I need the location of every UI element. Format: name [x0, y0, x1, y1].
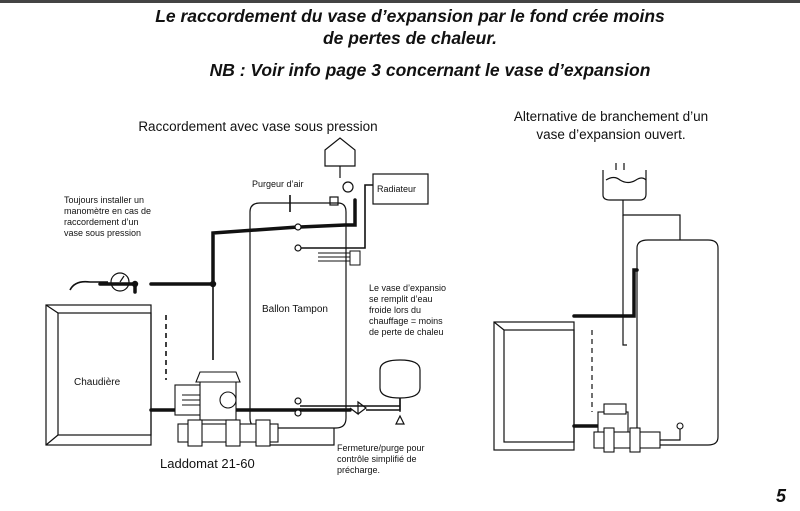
- radiator-label: Radiateur: [377, 184, 417, 194]
- laddomat-label: Laddomat 21-60: [160, 456, 255, 471]
- open-vessel: [602, 163, 647, 201]
- title-line-1: Le raccordement du vase d’expansion par …: [155, 6, 665, 26]
- manometer-icon: [110, 272, 130, 292]
- buffer-tank-label: Ballon Tampon: [262, 304, 328, 315]
- nb-note: NB : Voir info page 3 concernant le vase…: [209, 60, 651, 80]
- page-title: Le raccordement du vase d’expansion par …: [130, 5, 690, 49]
- pump-icon: [342, 181, 354, 193]
- expansion-note: Le vase d’expansio se remplit d’eau froi…: [369, 283, 447, 337]
- laddomat-unit: [174, 371, 279, 447]
- boiler-label: Chaudière: [74, 377, 121, 388]
- right-diagram-title: Alternative de branchement d’un vase d’e…: [513, 109, 709, 142]
- manometer-note: Toujours installer un manomètre en cas d…: [64, 195, 152, 238]
- drain-note: Fermeture/purge pour contrôle simplifié …: [337, 443, 425, 475]
- radiator-shape: [372, 173, 429, 205]
- page-number: 5: [775, 486, 786, 506]
- air-vent-label: Purgeur d’air: [252, 179, 304, 189]
- top-rule: [0, 0, 800, 3]
- right-tank-shape: [636, 239, 719, 446]
- left-diagram-title: Raccordement avec vase sous pression: [138, 119, 378, 134]
- boiler-shape: [45, 304, 152, 446]
- title-line-2: de pertes de chaleur.: [322, 28, 498, 48]
- house-icon: [324, 137, 356, 178]
- right-boiler-shape: [493, 321, 575, 451]
